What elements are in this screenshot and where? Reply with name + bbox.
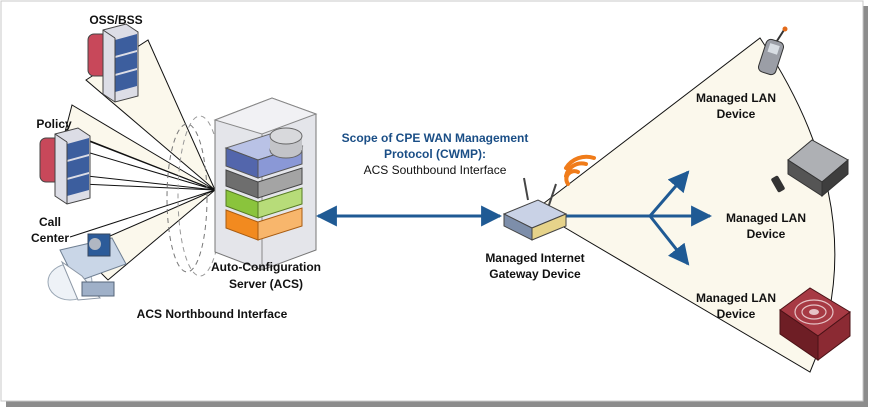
fan-line	[79, 149, 216, 191]
acs-label-line1: Auto-Configuration	[211, 260, 321, 274]
lan-device-2-label-line2: Device	[747, 227, 786, 241]
oss-bss-server-icon	[87, 23, 139, 103]
scope-title-line1: Scope of CPE WAN Management	[342, 131, 529, 145]
media-device-icon	[779, 287, 851, 361]
gateway-label-line1: Managed Internet	[485, 251, 584, 265]
call-center-label-line1: Call	[39, 215, 61, 229]
lan-device-2-label-line1: Managed LAN	[726, 211, 806, 225]
southbound-label: ACS Southbound Interface	[364, 163, 507, 177]
lan-branch-arrows	[560, 170, 713, 266]
fan-line	[81, 183, 216, 191]
acs-label-line2: Server (ACS)	[229, 277, 303, 291]
call-center-agent-icon	[47, 233, 127, 301]
interface-boundary	[166, 123, 208, 273]
mobile-phone-icon	[757, 26, 788, 76]
fan-line	[74, 134, 216, 191]
lan-device-1-label-line2: Device	[717, 107, 756, 121]
lan-device-3-label-line1: Managed LAN	[696, 291, 776, 305]
call-center-label-line2: Center	[31, 231, 69, 245]
gateway-label-line2: Gateway Device	[489, 267, 581, 281]
gateway-router-icon	[502, 177, 568, 241]
oss-bss-label: OSS/BSS	[89, 13, 142, 27]
set-top-box-icon	[771, 139, 849, 198]
fan-line	[77, 174, 216, 191]
lan-device-3-label-line2: Device	[717, 307, 756, 321]
acs-server-icon	[213, 97, 318, 271]
wifi-signal-icon	[564, 154, 596, 186]
policy-server-icon	[39, 127, 91, 205]
lan-device-1-label-line1: Managed LAN	[696, 91, 776, 105]
fan-line	[69, 189, 216, 238]
scope-title-line2: Protocol (CWMP):	[384, 147, 486, 161]
policy-label: Policy	[36, 117, 72, 131]
northbound-label: ACS Northbound Interface	[137, 307, 288, 321]
